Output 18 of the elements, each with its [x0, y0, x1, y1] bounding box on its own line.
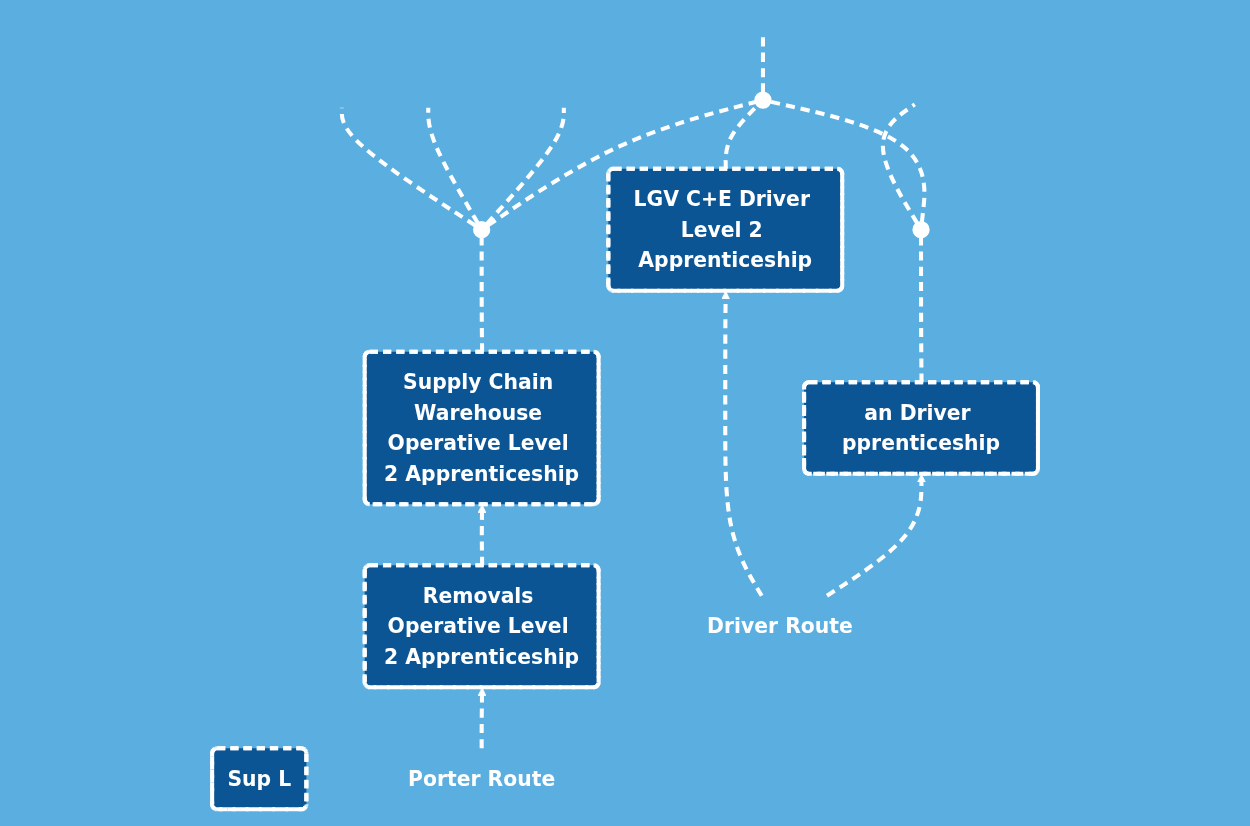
- route-label: Porter Route: [408, 766, 556, 792]
- course-box: Removals Operative Level 2 Apprenticeship: [362, 563, 601, 690]
- junction-dot: [472, 221, 491, 239]
- junction-dot: [912, 221, 930, 239]
- course-box: LGV C+E Driver Level 2 Apprenticeship: [606, 166, 845, 293]
- dashed-connector: [485, 107, 566, 226]
- dashed-connector: [769, 100, 927, 223]
- junction-dot: [754, 91, 772, 109]
- dashed-connector: [426, 107, 480, 225]
- course-box: Supply Chain Warehouse Operative Level 2 Apprenticeship: [362, 349, 601, 507]
- dashed-connector: [479, 237, 485, 353]
- dashed-connector: [721, 291, 764, 598]
- dashed-connector: [486, 100, 757, 228]
- course-box: Sup L: [210, 746, 309, 812]
- dashed-connector: [880, 103, 919, 225]
- course-box: an Driver pprenticeship: [802, 380, 1040, 477]
- dashed-connector: [723, 104, 759, 170]
- route-label: Driver Route: [707, 614, 853, 639]
